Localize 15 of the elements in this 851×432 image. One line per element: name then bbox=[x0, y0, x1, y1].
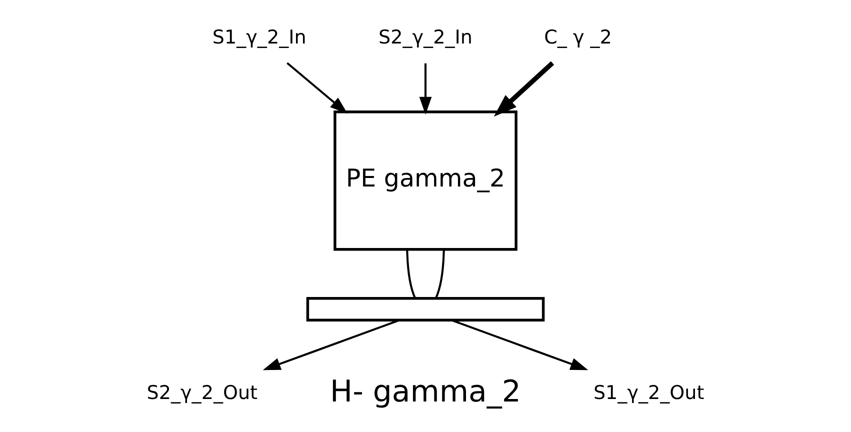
connector bbox=[406, 250, 416, 299]
arrow bbox=[262, 319, 400, 370]
arrow bbox=[494, 61, 554, 117]
arrow bbox=[286, 62, 348, 114]
node-box: PE gamma_2 bbox=[334, 110, 518, 251]
arrow bbox=[451, 319, 588, 370]
label: H- gamma_2 bbox=[330, 374, 521, 410]
node-text: S1_γ_2_Out bbox=[593, 382, 704, 404]
node-text: C_ γ _2 bbox=[544, 26, 612, 48]
node-text: S1_γ_2_In bbox=[212, 26, 306, 48]
node-text: S2_γ_2_In bbox=[378, 26, 472, 48]
arrow bbox=[419, 63, 432, 115]
node-text: S2_γ_2_Out bbox=[146, 382, 258, 404]
connector bbox=[434, 250, 445, 299]
node-bar bbox=[306, 297, 545, 322]
